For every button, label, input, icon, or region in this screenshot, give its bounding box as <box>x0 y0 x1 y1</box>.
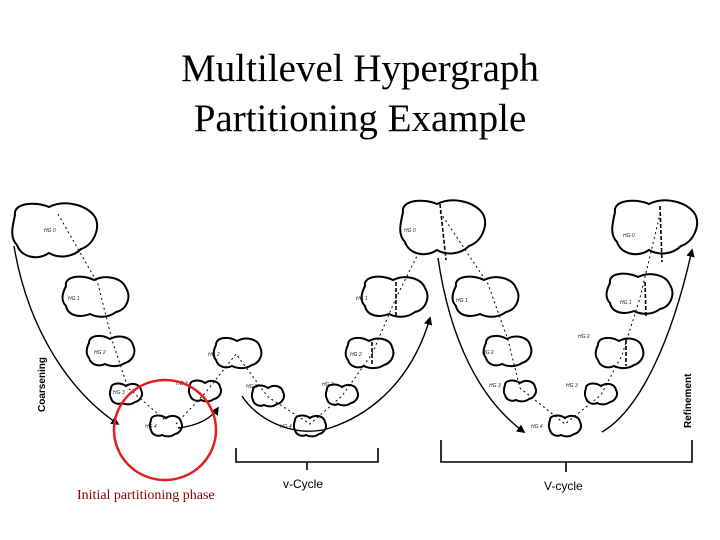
v-cycle-up-level-2 <box>212 336 263 370</box>
coarsening-descent: HG 0 HG 1 HG 2 HG 3 HG 4 Coarsening <box>11 202 184 438</box>
level-label-h2: HG 2 <box>94 350 106 356</box>
level-label-h2-up: HG 2 <box>208 352 220 358</box>
V-cycle-bottom-level-4 <box>547 414 583 438</box>
level-label-h3-vup: HG 3 <box>566 383 578 389</box>
cut-line-h0-final <box>659 205 663 263</box>
coarsening-label: Coarsening <box>37 357 48 412</box>
v-cycle-right-level-1 <box>360 275 429 318</box>
level-label-h3: HG 3 <box>113 390 125 396</box>
V-cycle-descent-arrow <box>437 257 526 433</box>
coarsening-dotted-path <box>57 213 166 421</box>
v-cycle-bottom-level-4 <box>292 414 328 438</box>
V-cycle-large-bracket <box>440 440 693 472</box>
coarsening-arrow <box>13 245 120 425</box>
level-label-h2-right: HG 2 <box>350 352 362 358</box>
V-cycle-up-level-2 <box>594 336 645 370</box>
refinement-arrow <box>601 248 695 433</box>
V-cycle-level-3 <box>502 379 538 403</box>
level-label-h4: HG 4 <box>145 424 157 430</box>
V-cycle-up-level-3 <box>583 382 619 406</box>
large-v-cycle: HG 0 HG 1 HG 2 HG 3 HG 4 HG 3 HG 2 HG 1 … <box>399 199 699 493</box>
V-cycle-level-1 <box>451 275 520 318</box>
refinement-label: Refinement <box>683 373 694 428</box>
level-label-h1-v: HG 1 <box>456 298 468 304</box>
level-label-h2-v: HG 2 <box>482 350 494 356</box>
level-label-h3-right: HG 3 <box>322 382 334 388</box>
level-label-h3-down: HG 3 <box>246 384 258 390</box>
cut-line-h0-top <box>439 203 447 261</box>
V-cycle-final-level-0 <box>611 199 699 256</box>
level-label-h0-final: HG 0 <box>623 233 635 239</box>
level-label-h0: HG 0 <box>44 228 56 234</box>
level-label-h1-right: HG 1 <box>356 296 368 302</box>
v-cycle-small-return-arrow <box>177 406 219 429</box>
v-cycle-up-arrow <box>241 316 433 432</box>
level-label-h0-top: HG 0 <box>404 228 416 234</box>
title-line-2: Partitioning Example <box>193 97 527 140</box>
v-cycle-dotted-path <box>175 229 431 425</box>
V-cycle-dotted-path <box>439 211 661 425</box>
level-label-h3-v: HG 3 <box>489 383 501 389</box>
v-cycle-small-bracket <box>235 448 379 470</box>
level-label-h1: HG 1 <box>68 296 80 302</box>
title-line-1: Multilevel Hypergraph <box>181 47 539 90</box>
small-v-cycle: HG 3 HG 2 HG 3 HG 4 HG 3 HG 2 HG 1 v-Cyc… <box>175 229 433 491</box>
initial-partitioning-highlight-circle <box>112 378 218 482</box>
slide-title: Multilevel Hypergraph Partitioning Examp… <box>0 44 720 144</box>
v-cycle-small-label: v-Cycle <box>283 477 323 491</box>
level-label-h2-vup: HG 2 <box>578 334 590 340</box>
V-cycle-up-level-1 <box>605 272 674 315</box>
level-label-h4-v: HG 4 <box>531 424 543 430</box>
initial-partitioning-caption: Initial partitioning phase <box>77 488 215 503</box>
level-label-h1-vup: HG 1 <box>620 300 632 306</box>
V-cycle-large-label: V-cycle <box>544 479 583 493</box>
